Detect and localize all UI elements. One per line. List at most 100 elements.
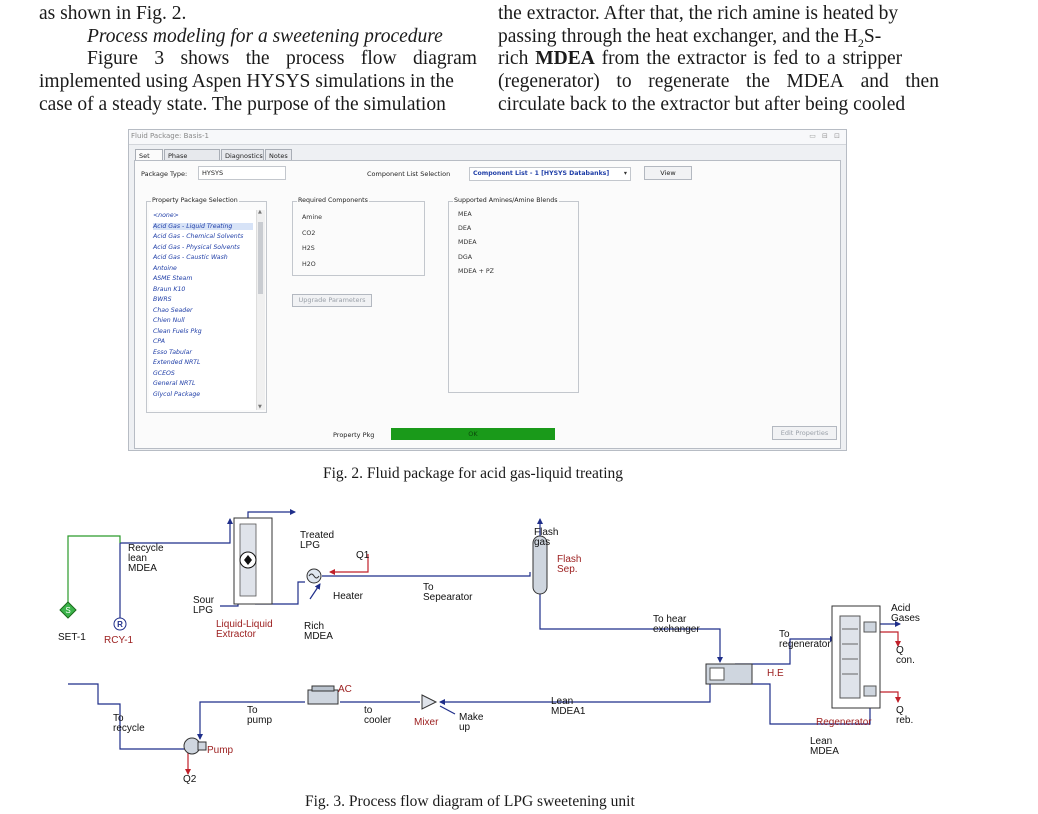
- stream-lean-mdea1: [439, 684, 711, 705]
- heater-unit[interactable]: [306, 568, 322, 584]
- window-titlebar[interactable]: Fluid Package: Basis-1 ▭ ⊟ ⊡: [129, 130, 846, 145]
- process-flow-diagram: S R: [59, 509, 901, 775]
- package-type-label: Package Type:: [141, 170, 188, 178]
- upgrade-parameters-button[interactable]: Upgrade Parameters: [292, 294, 372, 307]
- label-regenerator: Regenerator: [816, 717, 872, 728]
- supported-amines-group: Supported Amines/Amine Blends MEA DEA MDEA…: [448, 197, 579, 393]
- air-cooler-unit[interactable]: [307, 685, 339, 705]
- left-line-4: implemented using Aspen HYSYS simulation…: [39, 71, 454, 92]
- svg-text:R: R: [117, 620, 123, 629]
- section-heading: Process modeling for a sweetening proced…: [87, 26, 443, 47]
- property-package-item[interactable]: Acid Gas - Physical Solvents: [153, 243, 240, 251]
- supported-amine-item: MDEA: [458, 239, 477, 247]
- left-line-5: case of a steady state. The purpose of t…: [39, 94, 446, 115]
- property-package-item[interactable]: Acid Gas - Caustic Wash: [153, 254, 228, 261]
- control-set-line: [67, 535, 121, 609]
- property-package-item[interactable]: Chao Seader: [153, 306, 193, 314]
- list-scrollbar[interactable]: ▲ ▼: [256, 209, 265, 410]
- energy-q1: [329, 554, 369, 575]
- stream-to-pump: [197, 701, 305, 740]
- component-list-select[interactable]: Component List - 1 [HYSYS Databanks] ▾: [469, 167, 631, 181]
- property-pkg-status-bar: OK: [391, 428, 555, 440]
- heat-exchanger-unit[interactable]: [705, 663, 753, 685]
- property-package-group: Property Package Selection <none> Acid Ga…: [146, 197, 267, 413]
- left-line-1: as shown in Fig. 2.: [39, 3, 187, 24]
- window-title: Fluid Package: Basis-1: [131, 132, 209, 140]
- property-package-group-title: Property Package Selection: [151, 197, 239, 204]
- property-package-item[interactable]: Antoine: [153, 264, 177, 272]
- property-package-item[interactable]: ASME Steam: [153, 275, 193, 282]
- label-pump: Pump: [207, 745, 234, 756]
- label-q1: Q1: [356, 550, 370, 561]
- property-package-item[interactable]: Clean Fuels Pkg: [153, 327, 202, 335]
- right-line-1: the extractor. After that, the rich amin…: [498, 3, 899, 24]
- mixer-unit[interactable]: [421, 694, 438, 710]
- supported-amine-item: MDEA + PZ: [458, 267, 494, 275]
- required-component-item: Amine: [302, 214, 323, 221]
- label-ac: AC: [338, 684, 352, 695]
- fig3-caption: Fig. 3. Process flow diagram of LPG swee…: [305, 793, 635, 810]
- stream-rich-mdea: [255, 581, 305, 605]
- component-list-label: Component List Selection: [367, 170, 451, 178]
- flash-separator-unit[interactable]: [532, 535, 548, 595]
- energy-q-con: [880, 631, 901, 647]
- property-package-item[interactable]: BWRS: [153, 296, 172, 303]
- property-package-item[interactable]: Braun K10: [153, 285, 186, 293]
- scroll-up-icon[interactable]: ▲: [258, 209, 262, 215]
- required-components-title: Required Components: [297, 197, 369, 204]
- label-q2: Q2: [183, 774, 197, 785]
- label-set-1: SET-1: [58, 632, 86, 643]
- energy-q-reb: [880, 691, 901, 703]
- pump-unit[interactable]: [183, 737, 207, 755]
- window-controls[interactable]: ▭ ⊟ ⊡: [809, 132, 842, 140]
- required-component-item: CO2: [302, 229, 316, 237]
- right-line-3: rich MDEA from the extractor is fed to a…: [498, 48, 903, 69]
- stream-treated-lpg: [247, 509, 296, 519]
- rcy-1-unit[interactable]: R: [113, 617, 127, 631]
- fig2-caption: Fig. 2. Fluid package for acid gas-liqui…: [323, 465, 624, 482]
- required-component-item: H2S: [302, 245, 315, 252]
- property-package-item[interactable]: Esso Tabular: [153, 348, 192, 356]
- stream-to-separator: [322, 572, 531, 577]
- view-button[interactable]: View: [644, 166, 692, 180]
- property-package-item[interactable]: General NRTL: [153, 380, 196, 387]
- supported-amine-item: DEA: [458, 225, 472, 233]
- property-package-item[interactable]: Acid Gas - Chemical Solvents: [153, 233, 244, 240]
- set-1-unit[interactable]: S: [59, 601, 77, 619]
- supported-amines-title: Supported Amines/Amine Blends: [453, 197, 559, 204]
- property-pkg-label: Property Pkg: [333, 431, 375, 439]
- supported-amine-item: MEA: [458, 211, 472, 218]
- edit-properties-button[interactable]: Edit Properties: [772, 426, 837, 440]
- property-package-item[interactable]: CPA: [153, 338, 165, 345]
- property-package-item[interactable]: GCEOS: [153, 369, 175, 377]
- property-package-item[interactable]: Glycol Package: [153, 390, 201, 398]
- supported-amine-item: DGA: [458, 253, 473, 261]
- scroll-down-icon[interactable]: ▼: [258, 404, 262, 410]
- extractor-unit[interactable]: [233, 517, 273, 605]
- regenerator-unit[interactable]: [831, 605, 881, 709]
- right-line-2: passing through the heat exchanger, and …: [498, 26, 882, 50]
- scrollbar-thumb[interactable]: [258, 222, 263, 294]
- property-package-item[interactable]: <none>: [153, 212, 179, 219]
- property-package-item[interactable]: Extended NRTL: [153, 359, 201, 366]
- fluid-package-window: Fluid Package: Basis-1 ▭ ⊟ ⊡ Set Up Phas…: [128, 129, 847, 451]
- package-type-field[interactable]: HYSYS: [198, 166, 286, 180]
- label-heater: Heater: [333, 591, 364, 602]
- property-package-item[interactable]: Chien Null: [153, 317, 185, 324]
- property-package-item[interactable]: Acid Gas - Liquid Treating: [153, 222, 253, 230]
- label-mixer: Mixer: [414, 717, 439, 728]
